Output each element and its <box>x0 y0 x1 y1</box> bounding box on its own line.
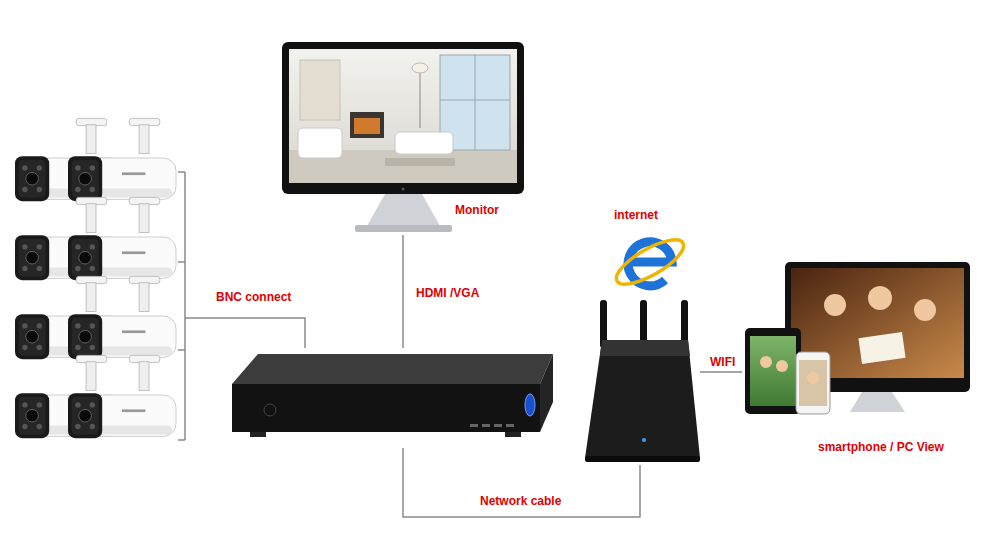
cable-line <box>185 318 305 348</box>
dvr-recorder <box>228 348 555 448</box>
device-label: Monitor <box>455 203 499 217</box>
connection-label: WIFI <box>708 355 737 369</box>
connection-label: HDMI /VGA <box>414 286 481 300</box>
device-label: internet <box>614 208 658 222</box>
cable-line <box>403 448 640 517</box>
camera-group <box>12 110 185 445</box>
connection-label: Network cable <box>478 494 563 508</box>
router: internet <box>578 205 700 465</box>
device-label: smartphone / PC View <box>818 440 944 454</box>
connection-label: BNC connect <box>214 290 293 304</box>
cable-line <box>700 371 742 373</box>
viewing-devices: smartphone / PC View <box>742 258 974 458</box>
cable-line <box>402 235 404 348</box>
monitor: Monitor <box>280 40 525 235</box>
